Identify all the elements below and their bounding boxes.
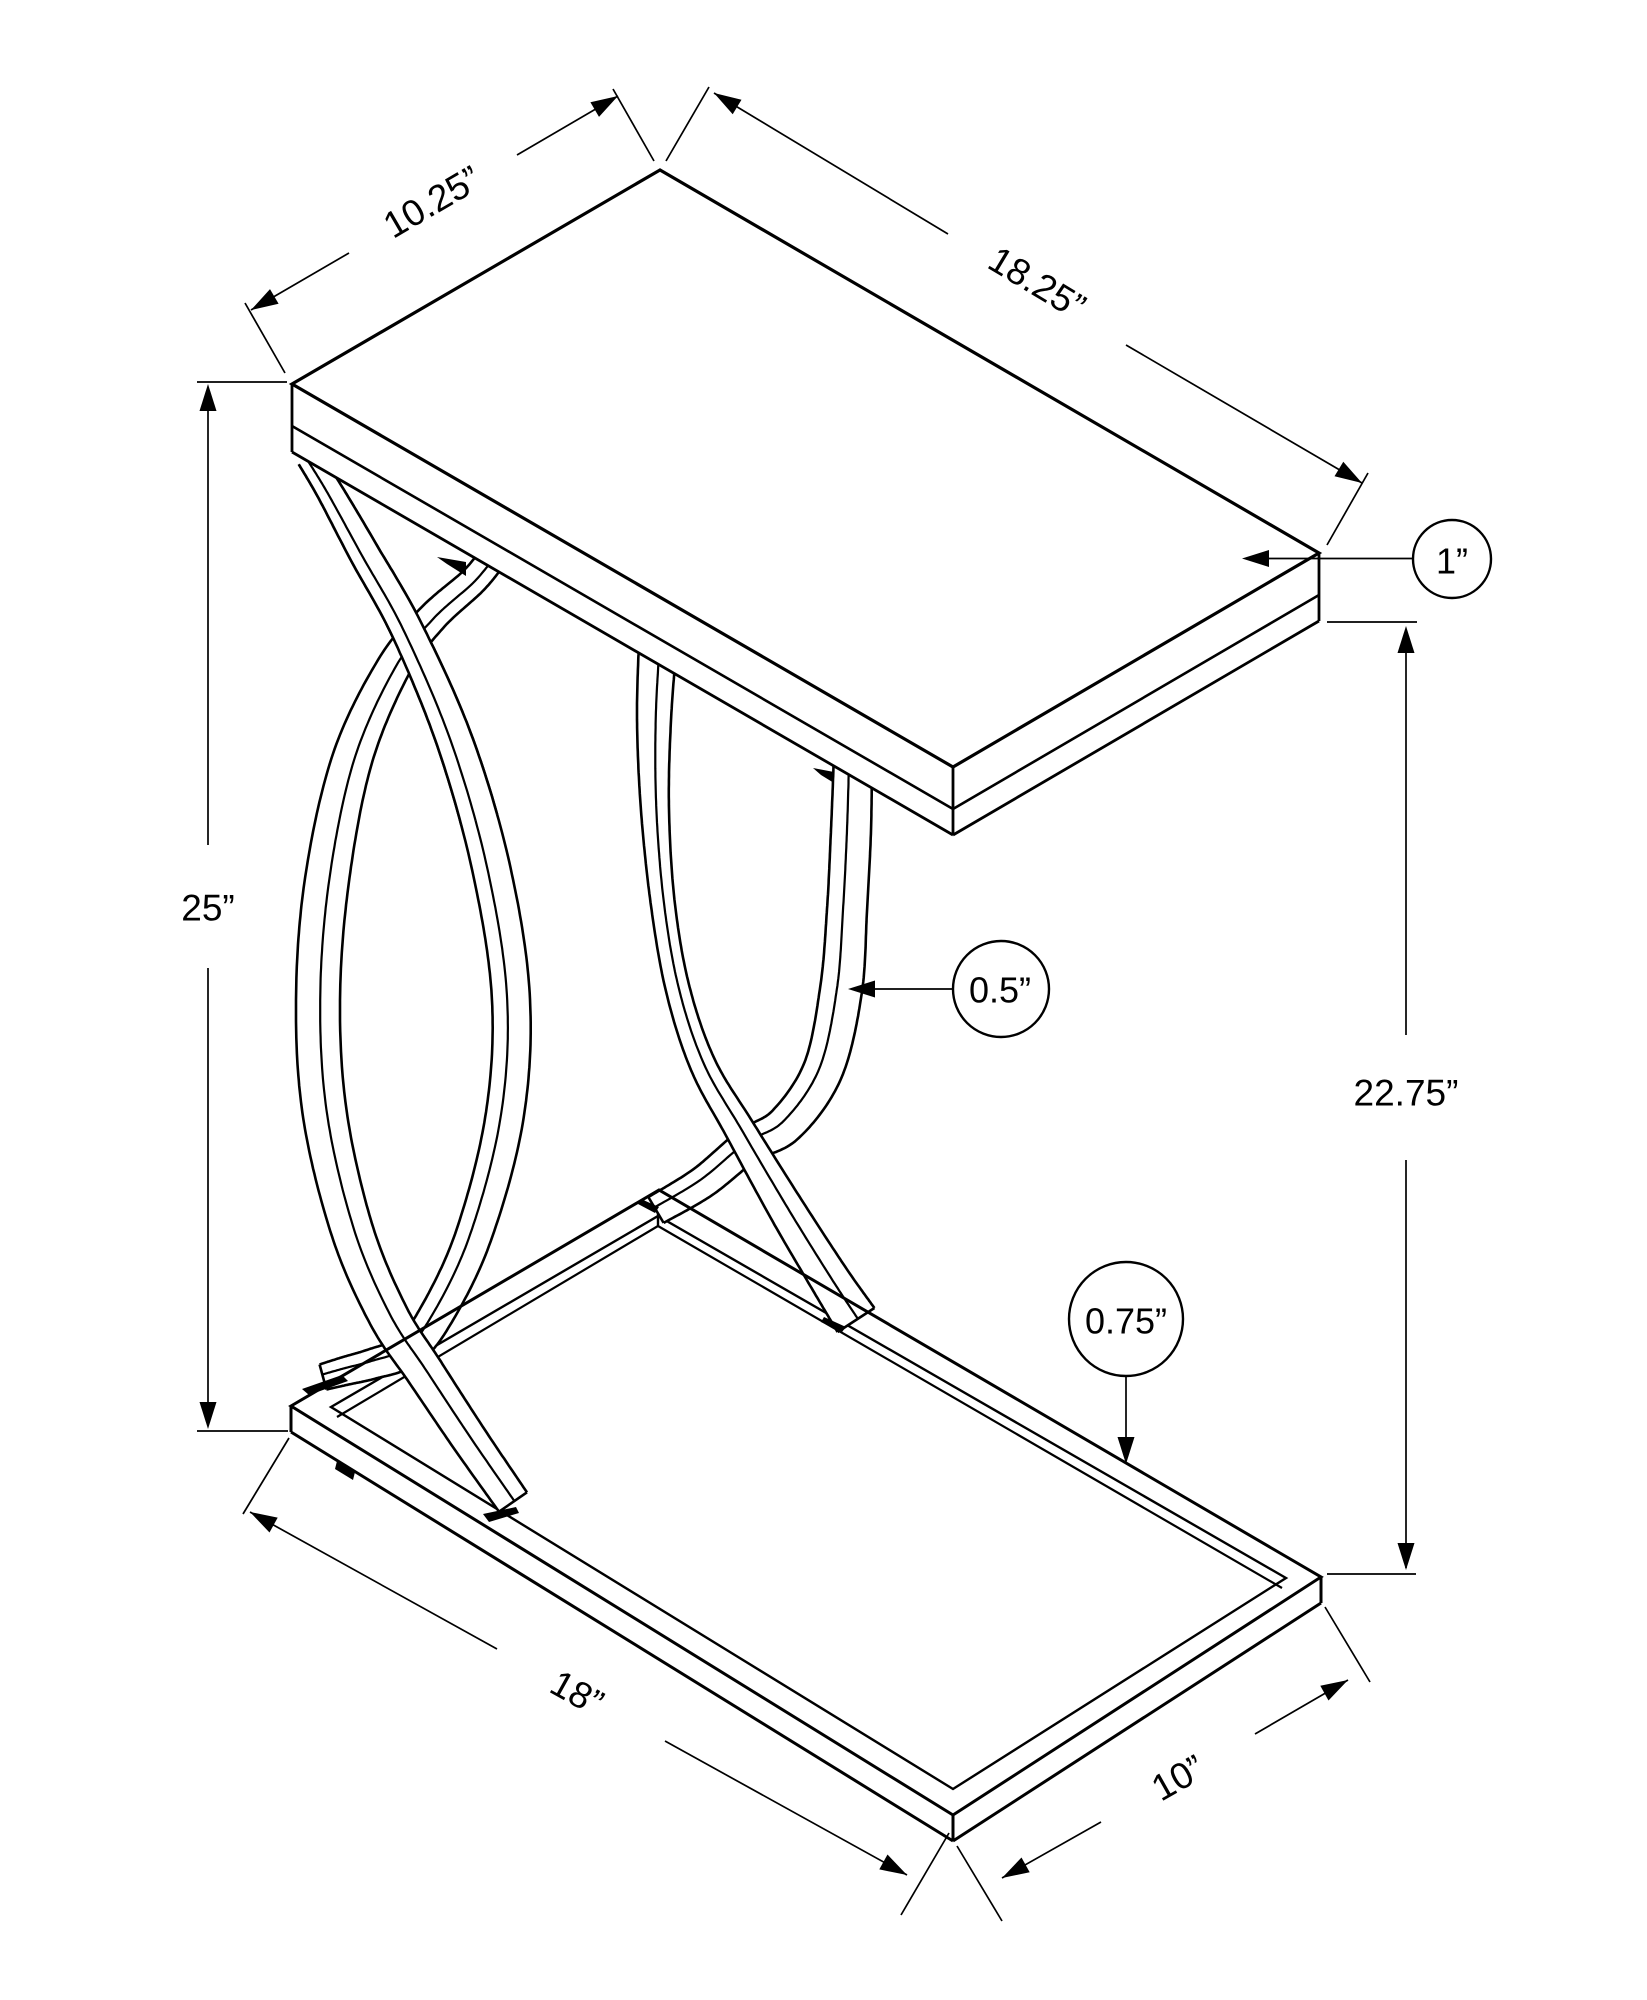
leg-arc-right-front-face-edge xyxy=(654,640,859,1320)
arrowhead-top-length-nw xyxy=(714,93,742,115)
top-underside-edge-right xyxy=(952,619,1320,837)
ext-line-top-length-right xyxy=(1326,472,1369,546)
tube-top-joint-shadow-right xyxy=(813,768,834,783)
table-top-slab xyxy=(288,168,1323,837)
curved-legs xyxy=(294,450,876,1513)
arrowhead-base-width-sw xyxy=(1002,1857,1030,1878)
arrowhead-tube-thickness xyxy=(848,980,875,998)
label-top-width: 10.25” xyxy=(376,158,487,246)
dim-line-base-length-b xyxy=(664,1740,908,1876)
label-tube-thickness: 0.5” xyxy=(969,970,1031,1011)
base-silhouette xyxy=(291,1190,1321,1841)
label-top-thickness: 1” xyxy=(1436,541,1468,582)
dimension-annotations xyxy=(197,86,1493,1922)
label-base-width: 10” xyxy=(1145,1747,1212,1809)
leg-arc-left-front-end-cap xyxy=(498,1491,528,1513)
leg-arc-right-front-outline-a xyxy=(635,639,839,1333)
arrowhead-top-thickness xyxy=(1242,550,1269,567)
label-overall-height: 25” xyxy=(181,888,234,929)
leg-arc-right-rear-fill xyxy=(648,754,872,1223)
base-rim-inner-edge xyxy=(328,1214,1289,1791)
arrowhead-height-top xyxy=(199,384,217,411)
dim-line-base-length-a xyxy=(249,1511,498,1650)
label-under-top-height: 22.75” xyxy=(1354,1073,1459,1114)
base-panel-edge-left xyxy=(336,1225,659,1418)
arrowhead-base-length-se xyxy=(879,1854,907,1875)
arrowhead-base-width-ne xyxy=(1320,1680,1348,1701)
leg-arc-left-front-outline-a xyxy=(294,541,501,1513)
leg-arc-left-front-outline-b xyxy=(338,558,529,1494)
leg-arc-left-rear-crossing-patch-face-edge xyxy=(306,458,477,821)
arrowhead-height-bottom xyxy=(199,1402,217,1429)
foot-shadow-right-front xyxy=(821,1317,846,1332)
arrowhead-under-top xyxy=(1397,626,1415,653)
arrowhead-top-width-ne xyxy=(590,96,618,117)
base-bottom-edge-right xyxy=(952,1601,1322,1843)
ext-line-base-width-front xyxy=(956,1845,1003,1922)
arrowhead-under-bottom xyxy=(1397,1543,1415,1570)
base-foot-pad xyxy=(335,1461,355,1480)
leg-arc-left-front-face-edge xyxy=(319,551,516,1502)
dim-line-top-length-a xyxy=(713,92,949,235)
arrowhead-top-width-sw xyxy=(251,289,279,310)
base-panel-edge-right xyxy=(657,1225,1283,1589)
top-board-bottom-edge-right xyxy=(952,593,1320,811)
base-slab xyxy=(289,1190,1323,1843)
top-underside-edge-left xyxy=(291,450,954,837)
foot-shadow-right-rear xyxy=(638,1199,659,1213)
label-base-thickness: 0.75” xyxy=(1085,1301,1167,1342)
leg-arc-right-rear-outline-b xyxy=(662,755,874,1225)
dim-line-top-length-b xyxy=(1125,344,1363,484)
arrowhead-top-length-se xyxy=(1334,461,1362,483)
foot-shadow-left-front xyxy=(483,1507,519,1522)
label-top-length: 18.25” xyxy=(981,238,1092,327)
base-top-outer-edge xyxy=(288,1188,1324,1817)
arrowhead-base-thickness xyxy=(1117,1437,1135,1464)
foot-shadow-left-rear xyxy=(302,1375,348,1395)
ext-line-top-width-left xyxy=(244,302,286,374)
tube-top-joint-shadow-left xyxy=(437,557,466,576)
label-base-length: 18” xyxy=(544,1662,611,1724)
leg-arc-right-rear-outline-a xyxy=(647,754,836,1199)
arrowhead-base-length-nw xyxy=(250,1512,278,1533)
ext-line-base-length-left xyxy=(242,1437,290,1515)
leg-arc-right-front-outline-b xyxy=(667,640,876,1309)
base-bottom-edge-left xyxy=(290,1430,954,1843)
leg-arc-right-front-fill xyxy=(637,639,875,1332)
ext-line-base-width-right xyxy=(1324,1606,1371,1683)
leg-arc-left-front-fill xyxy=(296,542,527,1512)
leg-arc-right-rear-face-edge xyxy=(653,754,851,1209)
leg-arc-left-rear-crossing-patch-outline-a xyxy=(297,463,463,825)
base-slab-front-edges xyxy=(288,1188,1324,1817)
ext-line-base-length-front xyxy=(900,1832,950,1916)
ext-line-top-length-apex xyxy=(665,86,710,162)
top-silhouette xyxy=(292,170,1319,835)
ext-line-top-width-apex xyxy=(612,88,655,162)
top-board-bottom-edge-left xyxy=(291,424,954,811)
